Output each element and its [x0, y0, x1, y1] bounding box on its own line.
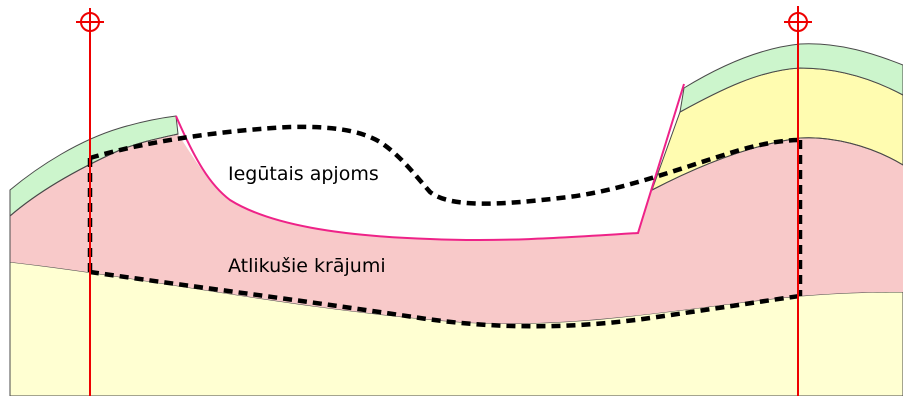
remaining-reserves-label: Atlikušie krājumi: [228, 255, 386, 277]
crosshair-marker-icon: [784, 8, 812, 36]
remaining-reserves-layer-left: [10, 134, 903, 324]
dashed-boundary-bottom: [89, 269, 801, 329]
right-soil-layer: [679, 43, 903, 113]
extracted-volume-label: Iegūtais apjoms: [228, 163, 379, 185]
pit-edge-line: [175, 83, 685, 242]
crosshair-marker-icon: [76, 8, 104, 36]
dashed-boundary-top: [89, 124, 801, 206]
right-layer-boundary: [651, 137, 903, 191]
